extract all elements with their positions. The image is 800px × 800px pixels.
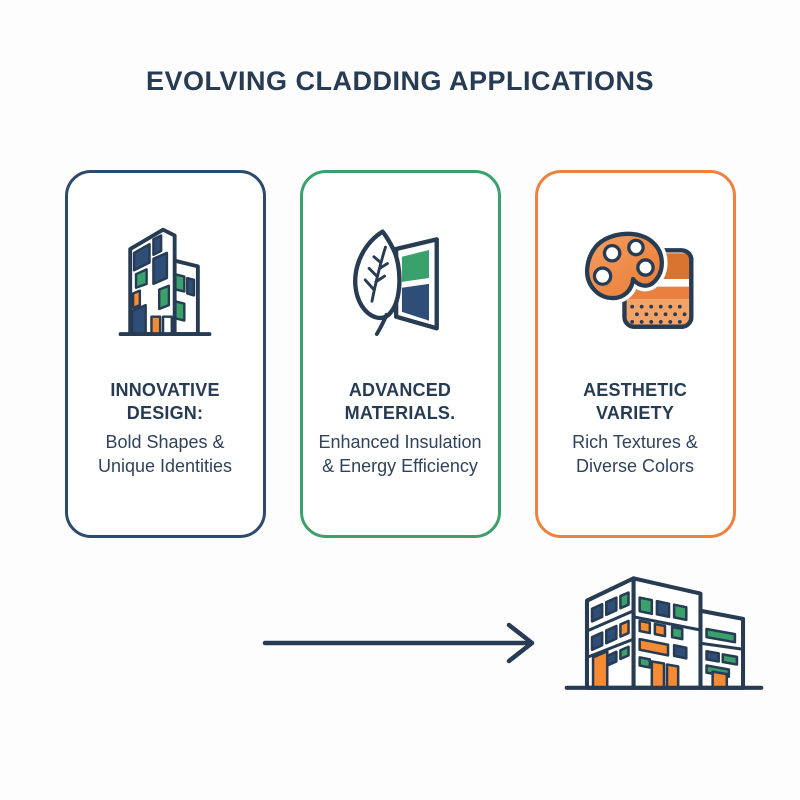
- page-title: EVOLVING CLADDING APPLICATIONS: [145, 66, 654, 96]
- card-aesthetic-variety: AESTHETIC VARIETY Rich Textures & Divers…: [534, 170, 736, 538]
- card-line: & Energy Efficiency: [322, 455, 478, 476]
- card-text-block: ADVANCED MATERIALS. Enhanced Insulation …: [303, 379, 498, 479]
- right-arrow-icon: [260, 620, 554, 666]
- leaf-window-icon: [342, 215, 458, 343]
- card-line: Rich Textures &: [572, 431, 698, 452]
- card-text-block: INNOVATIVE DESIGN: Bold Shapes & Unique …: [68, 379, 263, 479]
- card-text-block: AESTHETIC VARIETY Rich Textures & Divers…: [538, 379, 733, 479]
- card-heading: ADVANCED MATERIALS.: [344, 380, 456, 424]
- palette-swatch-icon: [573, 215, 697, 343]
- card-line: Bold Shapes &: [105, 431, 225, 452]
- modern-building-illustration: [558, 552, 772, 704]
- card-advanced-materials: ADVANCED MATERIALS. Enhanced Insulation …: [299, 170, 501, 538]
- abstract-building-icon: [107, 215, 223, 343]
- card-line: Diverse Colors: [575, 455, 695, 476]
- card-line: Unique Identities: [97, 455, 233, 476]
- card-line: Enhanced Insulation: [318, 431, 482, 452]
- card-innovative-design: INNOVATIVE DESIGN: Bold Shapes & Unique …: [64, 170, 266, 538]
- cards-row: INNOVATIVE DESIGN: Bold Shapes & Unique …: [0, 170, 800, 538]
- card-heading: AESTHETIC VARIETY: [583, 380, 687, 424]
- card-heading: INNOVATIVE DESIGN:: [110, 380, 220, 424]
